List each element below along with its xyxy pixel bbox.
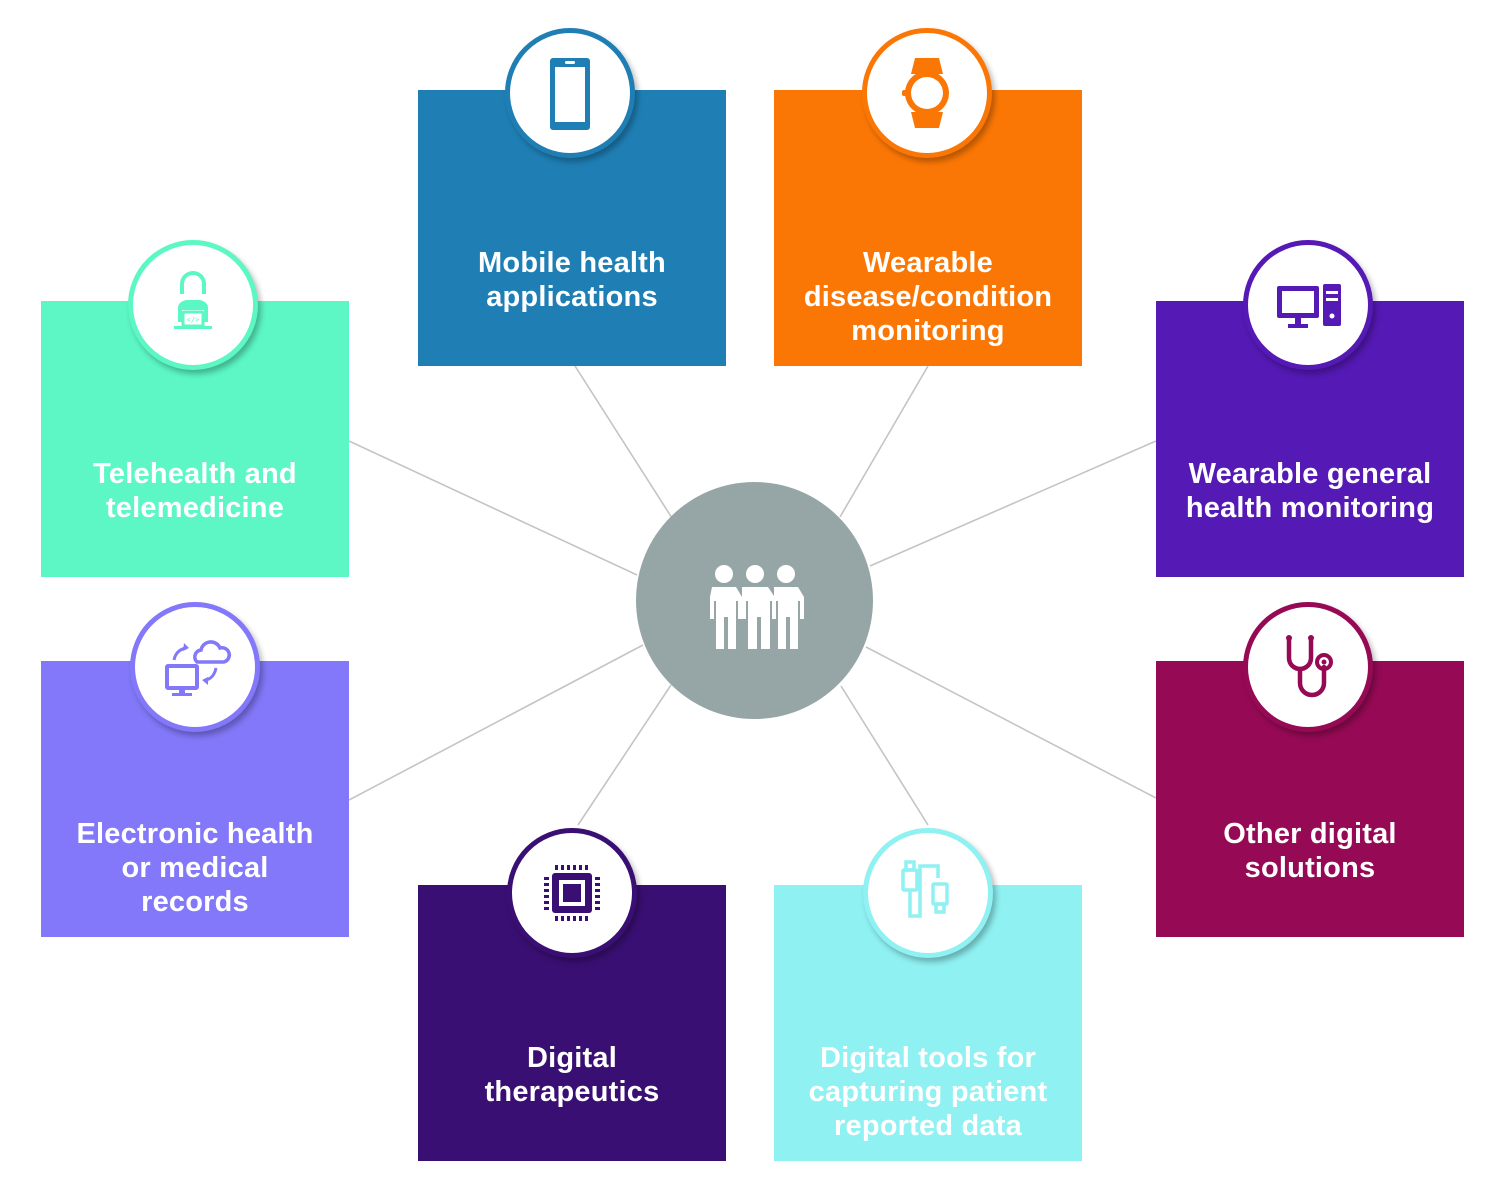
connector-digital-therapeutics (577, 684, 672, 826)
icon-badge-telehealth: </> (128, 240, 258, 370)
icon-badge-digital-therapeutics (507, 828, 637, 958)
svg-text:</>: </> (187, 316, 200, 324)
smartphone-icon (550, 58, 590, 130)
connector-mobile (574, 365, 673, 519)
icon-badge-wearable-disease-monitoring (862, 28, 992, 158)
icon-badge-wearable-general-monitoring (1243, 240, 1373, 370)
connector-telehealth (348, 440, 638, 576)
usb-cable-icon (901, 860, 949, 918)
connector-other (865, 646, 1157, 799)
icon-badge-digital-tools-patient-data (863, 828, 993, 958)
connector-wearable-general (869, 440, 1157, 567)
category-box-wearable-disease-monitoring: Wearable disease/condition monitoring (774, 90, 1082, 366)
connector-wearable-disease (839, 365, 929, 518)
central-hub-patients (636, 482, 873, 719)
microchip-icon (544, 865, 600, 921)
stethoscope-icon (1286, 635, 1333, 698)
connector-ehr (348, 644, 644, 801)
cloud-sync-computer-icon (165, 640, 231, 696)
person-laptop-code-icon: </> (174, 271, 212, 329)
category-label: Electronic health or medical records (76, 818, 314, 918)
people-group-icon (709, 564, 804, 649)
icon-badge-electronic-health-records (130, 602, 260, 732)
category-box-wearable-general-monitoring: Wearable general health monitoring (1156, 301, 1464, 577)
icon-badge-mobile-health (505, 28, 635, 158)
category-label: Wearable general health monitoring (1185, 458, 1435, 524)
category-label: Other digital solutions (1223, 818, 1397, 884)
icon-badge-other-digital-solutions (1243, 602, 1373, 732)
category-label: Digital therapeutics (484, 1042, 660, 1108)
category-label: Digital tools for capturing patient repo… (808, 1042, 1048, 1142)
category-label: Wearable disease/condition monitoring (803, 247, 1053, 347)
smartwatch-icon (902, 58, 949, 128)
desktop-computer-icon (1277, 284, 1341, 328)
category-label: Telehealth and telemedicine (93, 458, 297, 524)
category-label: Mobile health applications (478, 247, 666, 313)
connector-digital-tools (840, 685, 929, 826)
